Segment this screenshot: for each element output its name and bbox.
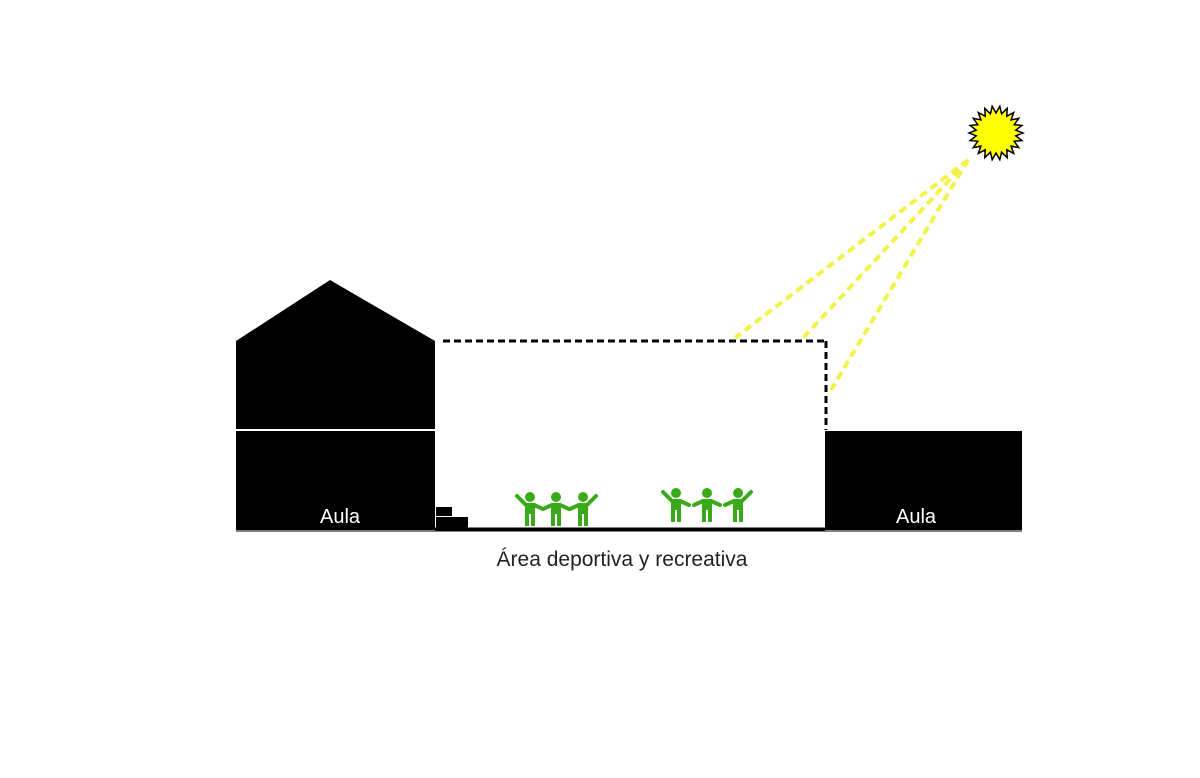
people-group-right (661, 488, 753, 522)
sun-rays (733, 158, 970, 397)
person-icon (723, 488, 753, 522)
person-icon (515, 492, 545, 526)
sun-shape (966, 104, 1026, 162)
person-icon (692, 488, 722, 522)
diagram-caption: Área deportiva y recreativa (497, 548, 748, 571)
left-building-label: Aula (320, 506, 361, 528)
canopy-outline (443, 339, 828, 430)
flag-icon (436, 507, 468, 528)
left-building-shape (236, 280, 435, 530)
right-building-shape (825, 431, 1022, 530)
sun-ray-3 (826, 158, 970, 397)
people-group-left (515, 492, 598, 526)
right-building-label: Aula (896, 506, 937, 528)
person-icon (661, 488, 691, 522)
sun-icon (966, 104, 1026, 162)
left-building: Aula (236, 280, 435, 530)
right-building: Aula (825, 431, 1022, 530)
person-icon (541, 492, 571, 526)
sun-ray-2 (801, 158, 970, 340)
person-icon (568, 492, 598, 526)
sun-ray-1 (733, 158, 970, 340)
